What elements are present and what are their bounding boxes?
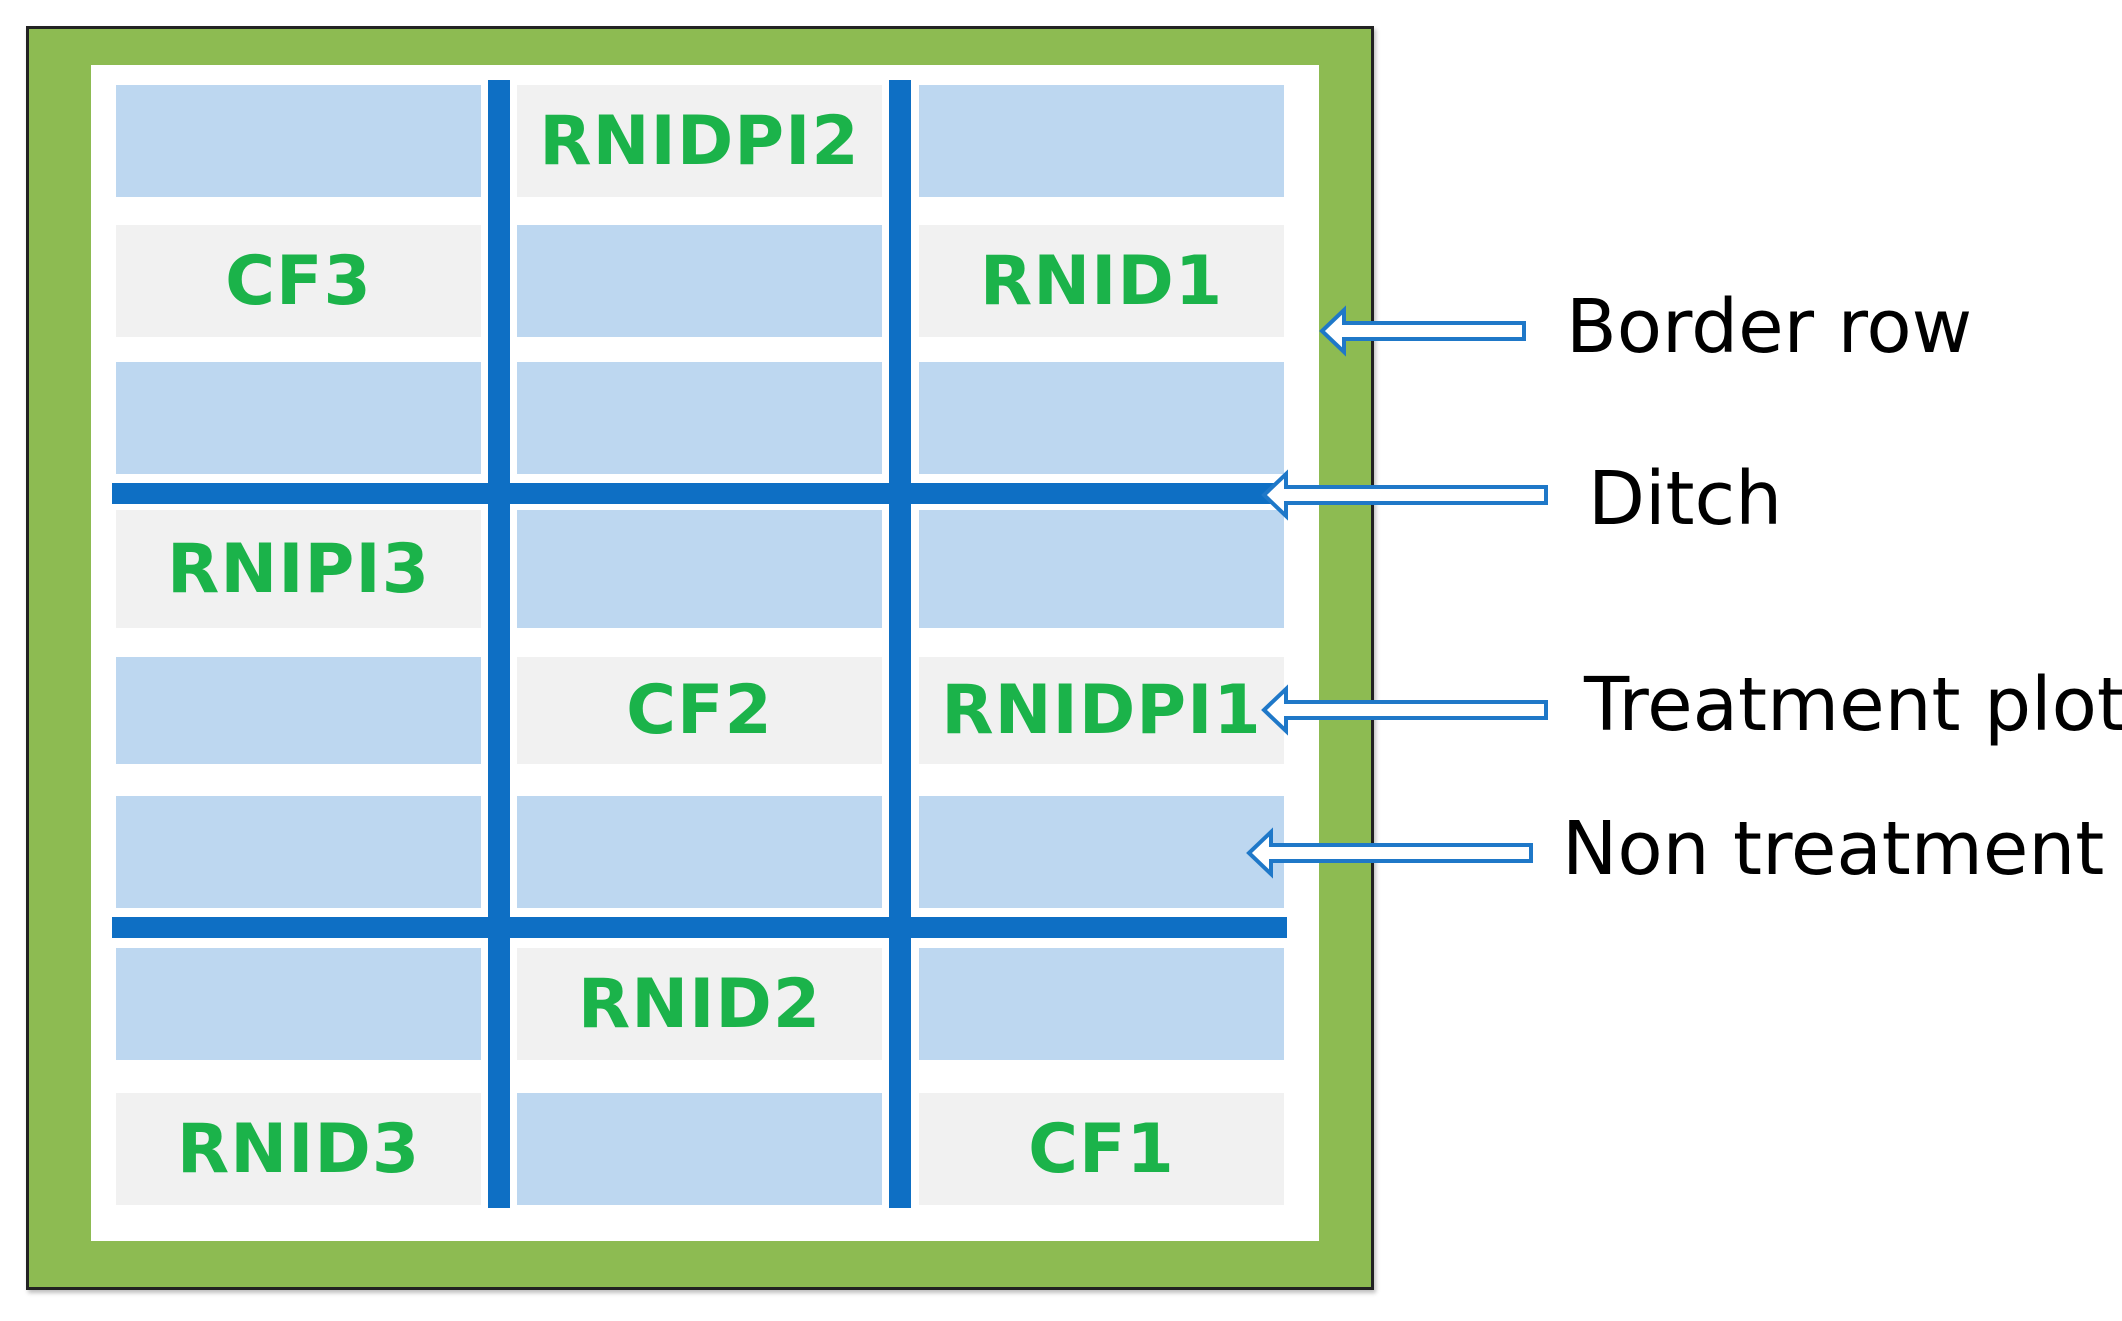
- treatment-label: RNIDPI1: [941, 671, 1262, 750]
- treatment-plot-arrow-icon: [1261, 684, 1548, 736]
- non-treatment-arrow-icon: [1246, 827, 1533, 879]
- non-treatment-plot: [517, 362, 882, 474]
- legend-treatment-plot: Treatment plot: [1584, 662, 2122, 748]
- non-treatment-plot: [919, 85, 1284, 197]
- treatment-label: CF1: [1028, 1109, 1175, 1189]
- non-treatment-plot: [517, 796, 882, 908]
- legend-border-row: Border row: [1566, 284, 1973, 370]
- non-treatment-plot: [919, 362, 1284, 474]
- treatment-plot: RNIDPI1: [919, 657, 1284, 764]
- ditch-vertical-right: [889, 80, 911, 1208]
- treatment-plot: RNID2: [517, 948, 882, 1060]
- non-treatment-plot: [116, 85, 481, 197]
- treatment-plot: RNID1: [919, 225, 1284, 337]
- legend-non-treatment: Non treatment: [1562, 806, 2105, 892]
- treatment-plot: RNID3: [116, 1093, 481, 1205]
- non-treatment-plot: [919, 796, 1284, 908]
- legend-ditch: Ditch: [1588, 456, 1783, 542]
- treatment-label: RNIDPI2: [539, 101, 860, 181]
- non-treatment-plot: [116, 362, 481, 474]
- treatment-label: RNID3: [176, 1109, 421, 1189]
- treatment-plot: RNIPI3: [116, 510, 481, 628]
- treatment-label: RNID1: [979, 241, 1224, 321]
- treatment-plot: CF2: [517, 657, 882, 764]
- non-treatment-plot: [116, 948, 481, 1060]
- treatment-plot: RNIDPI2: [517, 85, 882, 197]
- non-treatment-plot: [517, 1093, 882, 1205]
- non-treatment-plot: [517, 510, 882, 628]
- non-treatment-plot: [116, 796, 481, 908]
- non-treatment-plot: [919, 510, 1284, 628]
- treatment-label: CF2: [626, 671, 773, 750]
- treatment-plot: CF1: [919, 1093, 1284, 1205]
- treatment-label: CF3: [225, 241, 372, 321]
- ditch-vertical-left: [488, 80, 510, 1208]
- ditch-horizontal-upper: [112, 483, 1287, 504]
- non-treatment-plot: [919, 948, 1284, 1060]
- treatment-label: RNIPI3: [166, 529, 431, 609]
- ditch-arrow-icon: [1261, 469, 1548, 521]
- treatment-plot: CF3: [116, 225, 481, 337]
- border-row-arrow-icon: [1319, 305, 1526, 357]
- treatment-label: RNID2: [577, 964, 822, 1044]
- non-treatment-plot: [517, 225, 882, 337]
- non-treatment-plot: [116, 657, 481, 764]
- ditch-horizontal-lower: [112, 917, 1287, 938]
